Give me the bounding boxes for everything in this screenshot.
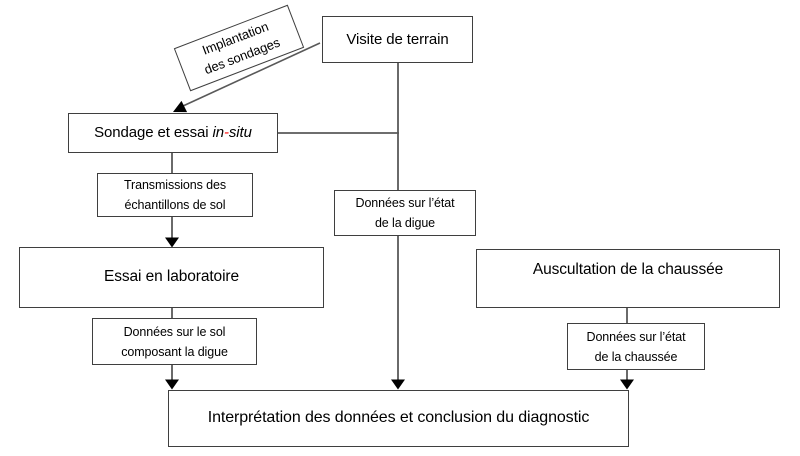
box-donnees-etat-chaussee: Données sur l’état de la chaussée [567,323,705,370]
transmissions-line1: Transmissions des [123,178,227,192]
connector-visite-to-sondage [182,42,321,107]
sondage-label-situ: situ [228,124,252,142]
donnees-sol-line2: composant la digue [121,344,228,359]
sondage-label-hyphen: - [224,124,229,142]
box-interpretation-conclusion: Interprétation des données et conclusion… [168,390,629,447]
sondage-label-in: in [212,124,225,142]
donnees-sol-line1: Données sur le sol [123,324,226,339]
box-essai-en-laboratoire: Essai en laboratoire [19,247,324,308]
donnees-etat-chaussee-line2: de la chaussée [594,349,678,364]
box-donnees-etat-digue: Données sur l’état de la digue [334,190,476,236]
arrowhead-into-sondage [173,100,188,113]
box-donnees-sol-digue: Données sur le sol composant la digue [92,318,257,365]
interpretation-label: Interprétation des données et conclusion… [207,409,590,427]
donnees-etat-chaussee-line1: Données sur l’état [586,329,686,344]
box-auscultation-chaussee: Auscultation de la chaussée [476,249,780,308]
sondage-label-prefix: Sondage et essai [94,124,213,142]
visite-label: Visite de terrain [346,30,449,48]
arrowhead-middle-into-interpretation [391,379,405,390]
arrowhead-left-into-interpretation [165,379,179,390]
donnees-etat-digue-line2: de la digue [374,216,436,230]
box-transmissions-echantillons: Transmissions des échantillons de sol [97,173,253,217]
arrowhead-right-into-interpretation [620,379,634,390]
arrowhead-into-essai [165,237,179,248]
essai-laboratoire-label: Essai en laboratoire [104,268,239,286]
sondage-label: Sondage et essai in-situ [94,123,252,143]
box-sondage-et-essai-in-situ: Sondage et essai in-situ [68,113,278,153]
donnees-etat-digue-line1: Données sur l’état [355,196,455,210]
transmissions-line2: échantillons de sol [124,198,226,212]
auscultation-label: Auscultation de la chaussée [532,261,724,278]
box-visite-de-terrain: Visite de terrain [322,16,473,63]
